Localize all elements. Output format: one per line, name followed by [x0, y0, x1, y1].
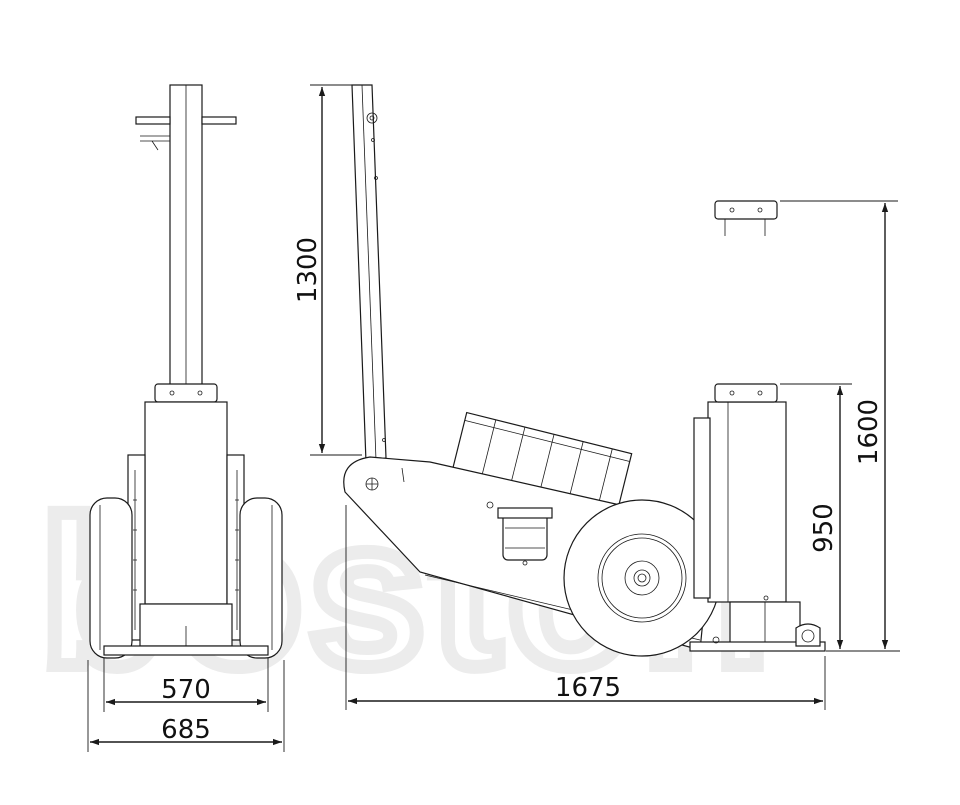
- front-dimensions: 570 685: [87, 658, 285, 752]
- front-view: [89, 84, 283, 659]
- dimension-570: 570: [161, 675, 211, 705]
- dimension-1300: 1300: [293, 237, 323, 303]
- dimension-1675: 1675: [555, 673, 621, 703]
- dimension-685: 685: [161, 715, 211, 745]
- side-dimensions: 1300 1675 950 1600: [293, 84, 900, 710]
- side-view: [343, 84, 826, 657]
- dimension-1600: 1600: [854, 399, 884, 465]
- dimension-950: 950: [809, 503, 839, 553]
